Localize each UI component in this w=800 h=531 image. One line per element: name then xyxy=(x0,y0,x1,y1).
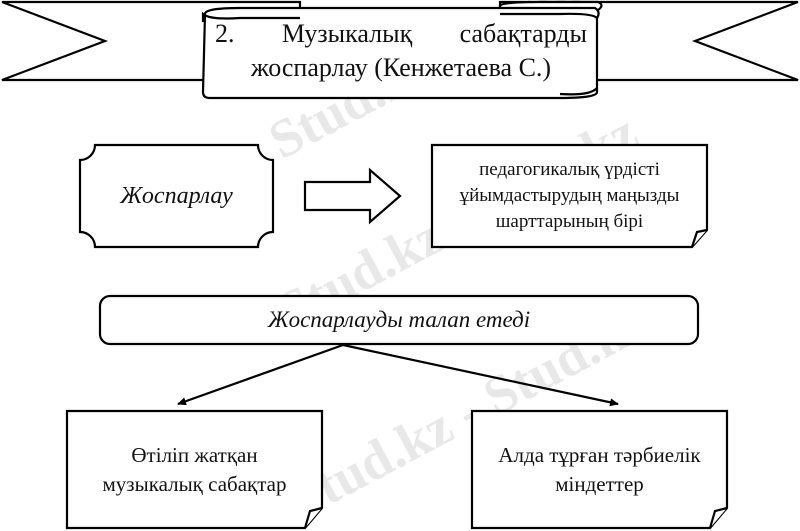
connector-arrow-left xyxy=(177,343,344,406)
outcome-right-text: Алда тұрған тәрбиелік міндеттер xyxy=(472,425,727,515)
page-title: 2. Музыкалық сабақтарды жоспарлау (Кенже… xyxy=(215,17,587,87)
right-block-arrow xyxy=(303,167,402,225)
definition-line: ұйымдастырудың маңызды xyxy=(459,185,680,206)
connector-arrow-right xyxy=(342,343,619,407)
requirement-text: Жоспарлауды талап етеді xyxy=(267,306,531,332)
title-scroll xyxy=(201,6,600,100)
outcome-line: музыкалық сабақтар xyxy=(102,472,287,496)
definition-text: педагогикалық үрдісті ұйымдастырудың маң… xyxy=(432,150,707,242)
definition-line: шарттарының бірі xyxy=(495,211,644,232)
scroll-curl-left xyxy=(201,11,300,22)
concept-plaque xyxy=(78,143,275,249)
outcome-line: Алда тұрған тәрбиелік xyxy=(498,443,701,467)
definition-line: педагогикалық үрдісті xyxy=(479,159,660,180)
requirement-label: Жоспарлауды талап етеді xyxy=(100,296,698,344)
outcome-left-text: Өтіліп жатқан музыкалық сабақтар xyxy=(67,425,322,515)
title-line-2: жоспарлау (Кенжетаева С.) xyxy=(250,53,552,82)
outcome-line: Өтіліп жатқан xyxy=(131,443,258,467)
title-line-1: 2. Музыкалық сабақтарды xyxy=(215,19,587,48)
concept-label: Жоспарлау xyxy=(80,145,273,247)
requirement-bar xyxy=(98,294,700,346)
outcome-line: міндеттер xyxy=(555,472,644,496)
concept-text: Жоспарлау xyxy=(120,183,233,209)
scroll-curl-right xyxy=(500,12,598,19)
